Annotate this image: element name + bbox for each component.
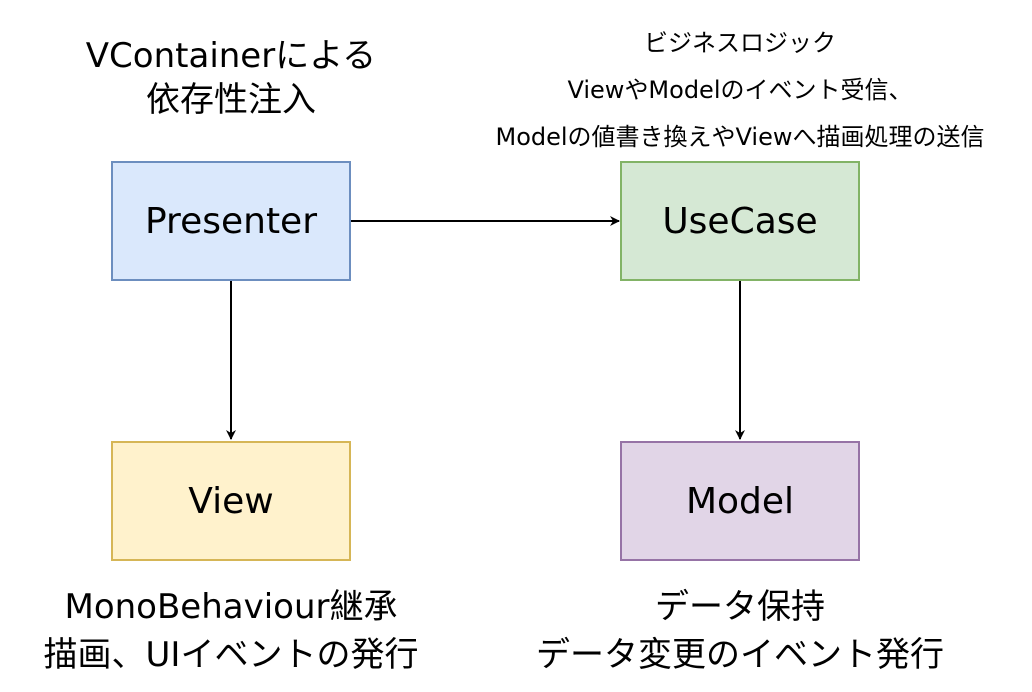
presenter-caption-line-2: 依存性注入 <box>146 80 316 120</box>
model-caption-line-1: データ保持 <box>655 587 825 627</box>
usecase-caption-line-1: ビジネスロジック <box>644 29 836 57</box>
view-caption-line-2: 描画、UIイベントの発行 <box>43 635 419 675</box>
usecase-caption-line-2: ViewやModelのイベント受信、 <box>567 76 913 104</box>
model-caption: データ保持 データ変更のイベント発行 <box>515 583 965 679</box>
presenter-caption: VContainerによる 依存性注入 <box>31 34 431 122</box>
presenter-caption-line-1: VContainerによる <box>85 36 377 76</box>
model-node: Model <box>620 441 860 561</box>
view-caption-line-1: MonoBehaviour継承 <box>64 587 398 627</box>
view-node: View <box>111 441 351 561</box>
presenter-label: Presenter <box>144 200 318 242</box>
usecase-caption: ビジネスロジック ViewやModelのイベント受信、 Modelの値書き換えや… <box>440 20 1032 161</box>
presenter-node: Presenter <box>111 161 351 281</box>
usecase-label: UseCase <box>662 200 818 242</box>
model-caption-line-2: データ変更のイベント発行 <box>536 635 944 675</box>
view-label: View <box>188 480 274 522</box>
model-label: Model <box>685 480 795 522</box>
view-caption: MonoBehaviour継承 描画、UIイベントの発行 <box>6 583 456 679</box>
usecase-caption-line-3: Modelの値書き換えやViewへ描画処理の送信 <box>495 123 985 151</box>
usecase-node: UseCase <box>620 161 860 281</box>
